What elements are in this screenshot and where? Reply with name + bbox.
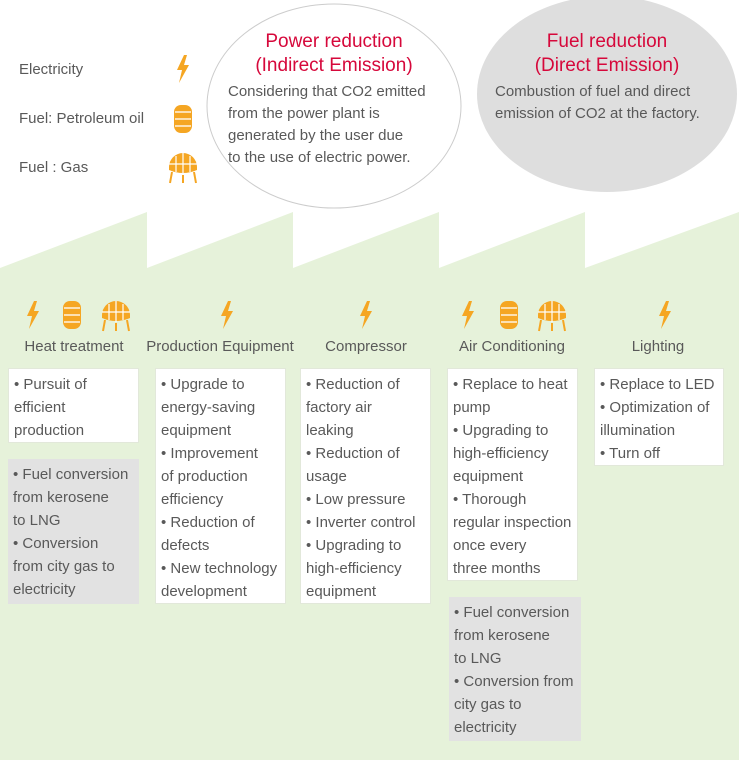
lightning-icon bbox=[360, 301, 372, 329]
list-item: • Reduction of bbox=[306, 376, 400, 393]
list-item: defects bbox=[161, 537, 210, 554]
list-item: • Pursuit of bbox=[14, 376, 87, 393]
list-item: electricity bbox=[13, 581, 76, 598]
legend-petroleum-label: Fuel: Petroleum oil bbox=[19, 110, 145, 127]
list-item: • New technology bbox=[161, 560, 278, 577]
lightning-icon bbox=[659, 301, 671, 329]
power-ellipse bbox=[206, 3, 462, 209]
list-item: three months bbox=[453, 560, 541, 577]
heat-power-box: • Pursuit of efficient production bbox=[8, 368, 139, 443]
list-item: electricity bbox=[454, 719, 517, 736]
gas-tank-icon bbox=[538, 301, 566, 332]
list-item: illumination bbox=[600, 422, 676, 439]
oil-barrel-icon bbox=[500, 301, 518, 329]
list-item: • Upgrading to bbox=[453, 422, 549, 439]
fuel-desc-line: emission of CO2 at the factory. bbox=[495, 105, 700, 122]
power-title: Power reduction (Indirect Emission) bbox=[207, 30, 461, 78]
list-item: • Thorough bbox=[453, 491, 527, 508]
list-item: from city gas to bbox=[13, 558, 115, 575]
list-item: • Turn off bbox=[600, 445, 661, 462]
lightning-icon bbox=[221, 301, 233, 329]
list-item: city gas to bbox=[454, 696, 522, 713]
category-production-equipment: Production Equipment bbox=[146, 338, 294, 355]
list-item: leaking bbox=[306, 422, 354, 439]
list-item: from kerosene bbox=[454, 627, 550, 644]
list-item: • Replace to LED bbox=[600, 376, 715, 393]
list-item: pump bbox=[453, 399, 491, 416]
list-item: equipment bbox=[306, 583, 377, 600]
list-item: • Fuel conversion bbox=[13, 466, 129, 483]
power-title-line1: Power reduction bbox=[265, 31, 403, 52]
list-item: • Reduction of bbox=[161, 514, 255, 531]
list-item: of production bbox=[161, 468, 248, 485]
list-item: efficient bbox=[14, 399, 66, 416]
list-item: efficiency bbox=[161, 491, 224, 508]
gas-tank-icon bbox=[169, 153, 197, 184]
power-desc-line: to the use of electric power. bbox=[228, 149, 411, 166]
ellipses-layer bbox=[206, 0, 737, 209]
list-item: from kerosene bbox=[13, 489, 109, 506]
list-item: factory air bbox=[306, 399, 372, 416]
production-power-box: • Upgrade to energy-saving equipment • I… bbox=[155, 368, 286, 604]
list-item: equipment bbox=[453, 468, 524, 485]
aircon-fuel-box: • Fuel conversion from kerosene to LNG •… bbox=[449, 597, 581, 741]
list-item: usage bbox=[306, 468, 347, 485]
list-item: development bbox=[161, 583, 247, 600]
category-compressor: Compressor bbox=[325, 338, 407, 355]
list-item: • Conversion from bbox=[454, 673, 574, 690]
power-desc-line: from the power plant is bbox=[228, 105, 380, 122]
gas-tank-icon bbox=[102, 301, 130, 332]
category-heat-treatment: Heat treatment bbox=[24, 338, 124, 355]
list-item: energy-saving bbox=[161, 399, 256, 416]
list-item: • Conversion bbox=[13, 535, 99, 552]
oil-barrel-icon bbox=[63, 301, 81, 329]
power-desc-line: generated by the user due bbox=[228, 127, 404, 144]
list-item: to LNG bbox=[454, 650, 502, 667]
category-air-conditioning: Air Conditioning bbox=[459, 338, 565, 355]
oil-barrel-icon bbox=[174, 105, 192, 133]
lightning-icon bbox=[462, 301, 474, 329]
aircon-power-box: • Replace to heat pump • Upgrading to hi… bbox=[447, 368, 578, 581]
list-item: once every bbox=[453, 537, 527, 554]
list-item: • Upgrading to bbox=[306, 537, 402, 554]
legend-gas-label: Fuel : Gas bbox=[19, 159, 89, 176]
lighting-power-box: • Replace to LED • Optimization of illum… bbox=[594, 368, 724, 466]
power-desc-line: Considering that CO2 emitted bbox=[228, 83, 426, 100]
fuel-title-line2: (Direct Emission) bbox=[534, 55, 680, 76]
list-item: • Reduction of bbox=[306, 445, 400, 462]
list-item: • Improvement bbox=[161, 445, 258, 462]
fuel-title-line1: Fuel reduction bbox=[546, 31, 668, 52]
fuel-description: Combustion of fuel and direct emission o… bbox=[495, 81, 737, 125]
power-description: Considering that CO2 emitted from the po… bbox=[228, 81, 468, 169]
lightning-icon bbox=[177, 55, 189, 83]
fuel-ellipse bbox=[477, 0, 737, 192]
list-item: • Replace to heat bbox=[453, 376, 568, 393]
list-item: • Inverter control bbox=[306, 514, 416, 531]
list-item: • Low pressure bbox=[306, 491, 406, 508]
list-item: high-efficiency bbox=[306, 560, 402, 577]
list-item: • Upgrade to bbox=[161, 376, 245, 393]
category-lighting: Lighting bbox=[631, 338, 685, 355]
lightning-icon bbox=[27, 301, 39, 329]
heat-fuel-box: • Fuel conversion from kerosene to LNG •… bbox=[8, 459, 139, 604]
list-item: • Optimization of bbox=[600, 399, 710, 416]
fuel-desc-line: Combustion of fuel and direct bbox=[495, 83, 691, 100]
list-item: production bbox=[14, 422, 85, 439]
fuel-title: Fuel reduction (Direct Emission) bbox=[477, 30, 737, 78]
legend-electricity-label: Electricity bbox=[19, 61, 84, 78]
power-title-line2: (Indirect Emission) bbox=[255, 55, 413, 76]
list-item: high-efficiency bbox=[453, 445, 549, 462]
compressor-power-box: • Reduction of factory air leaking • Red… bbox=[300, 368, 431, 604]
list-item: regular inspection bbox=[453, 514, 572, 531]
list-item: equipment bbox=[161, 422, 232, 439]
list-item: • Fuel conversion bbox=[454, 604, 570, 621]
list-item: to LNG bbox=[13, 512, 61, 529]
